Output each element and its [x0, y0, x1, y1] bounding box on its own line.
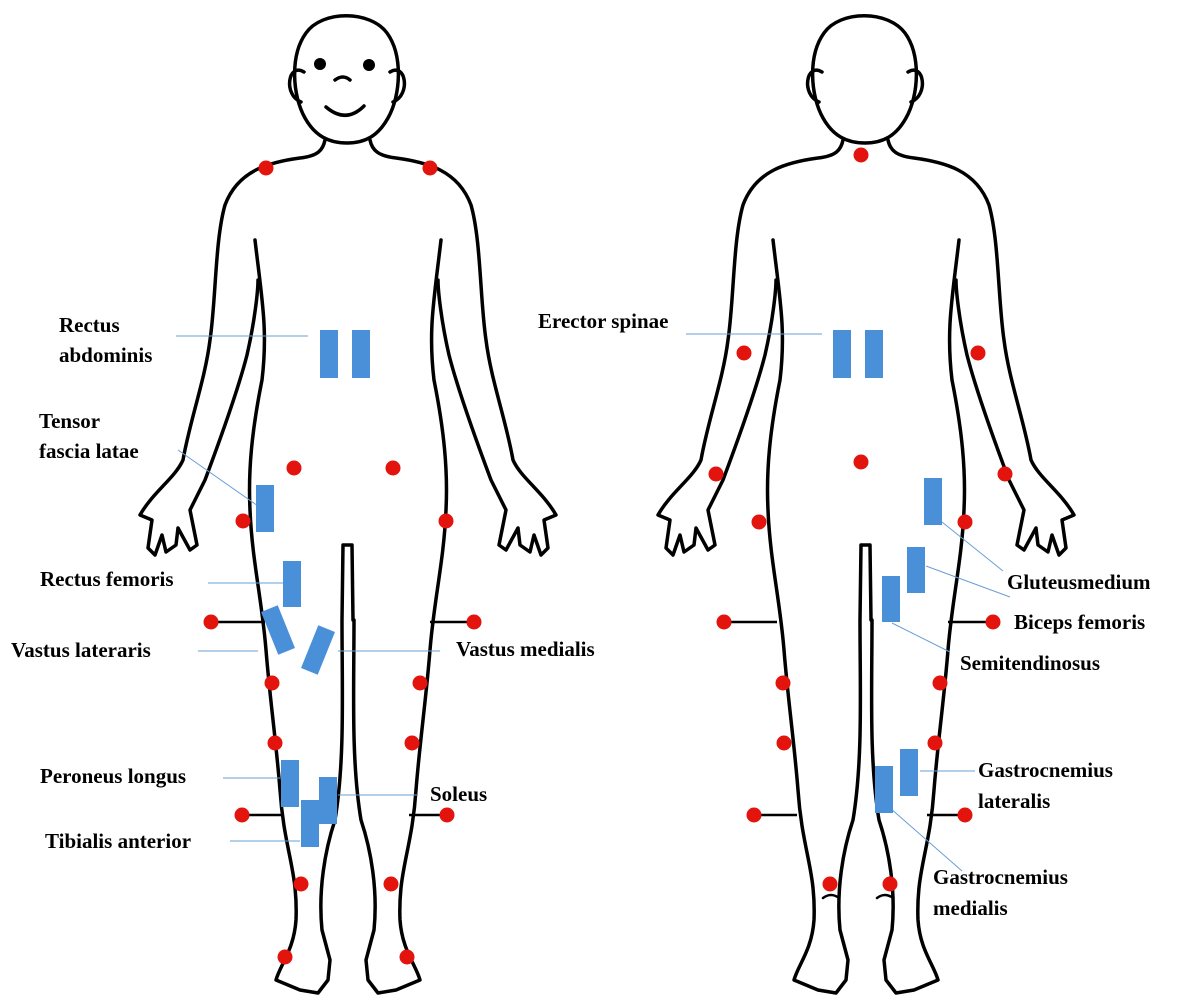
front-marker-knee-right	[413, 676, 428, 691]
back-marker-wrist-left	[709, 467, 724, 482]
back-marker-trochanter-right	[958, 515, 973, 530]
reflective-markers	[204, 148, 1013, 965]
label-rectus-femoris: Rectus femoris	[40, 564, 174, 594]
back-marker-wrist-right	[998, 467, 1013, 482]
back-marker-shank-right	[928, 736, 943, 751]
front-mouth	[326, 106, 364, 115]
label-soleus: Soleus	[430, 779, 487, 809]
back-marker-elbow-right	[971, 346, 986, 361]
front-marker-shank-left	[268, 736, 283, 751]
front-body-right	[370, 140, 556, 555]
front-marker-trochanter-left	[236, 514, 251, 529]
back-marker-knee-left	[776, 676, 791, 691]
label-peroneus-longus: Peroneus longus	[40, 761, 186, 791]
back-head	[813, 16, 917, 143]
marker-gastrocnemius-lateralis	[900, 749, 918, 796]
back-marker-shank-left	[777, 736, 792, 751]
back-marker-tibia-wand-left	[747, 808, 762, 823]
marker-rectus-abdominis-left	[320, 330, 338, 378]
back-marker-heel-left	[823, 877, 838, 892]
back-marker-elbow-left	[737, 346, 752, 361]
front-marker-shoulder-right	[423, 161, 438, 176]
label-tensor-fascia-latae-line1: Tensor	[39, 406, 100, 436]
front-marker-knee-left	[265, 676, 280, 691]
front-marker-ankle-left	[294, 877, 309, 892]
label-rectus-abdominis-line1: Rectus	[59, 310, 120, 340]
marker-erector-spinae-right	[865, 330, 883, 378]
back-marker-sacrum	[854, 455, 869, 470]
front-eye-left	[314, 58, 326, 70]
front-eye-right	[363, 59, 375, 71]
label-tibialis-anterior: Tibialis anterior	[45, 826, 191, 856]
front-marker-trochanter-right	[439, 514, 454, 529]
front-marker-shoulder-left	[259, 161, 274, 176]
front-marker-toe-right	[400, 950, 415, 965]
label-erector-spinae: Erector spinae	[538, 306, 668, 336]
front-marker-shank-right	[405, 736, 420, 751]
back-heel-right	[877, 895, 893, 898]
marker-gastrocnemius-medialis	[875, 766, 893, 813]
back-marker-trochanter-left	[752, 515, 767, 530]
marker-rectus-femoris	[283, 561, 301, 607]
front-marker-thigh-wand-right	[467, 615, 482, 630]
back-marker-heel-right	[883, 877, 898, 892]
label-gastrocnemius-lateralis-line2: lateralis	[978, 786, 1050, 816]
muscle-markers	[256, 330, 942, 847]
marker-vastus-medialis	[301, 625, 335, 674]
label-gluteusmedium: Gluteusmedium	[1007, 567, 1151, 597]
front-marker-ankle-right	[384, 877, 399, 892]
label-gastrocnemius-lateralis-line1: Gastrocnemius	[978, 755, 1113, 785]
label-vastus-medialis: Vastus medialis	[456, 634, 595, 664]
label-biceps-femoris: Biceps femoris	[1014, 607, 1145, 637]
back-marker-knee-right	[933, 676, 948, 691]
label-gastrocnemius-medialis-line1: Gastrocnemius	[933, 862, 1068, 892]
label-rectus-abdominis-line2: abdominis	[59, 340, 152, 370]
front-nose	[335, 77, 350, 80]
front-marker-tibia-wand-left	[235, 808, 250, 823]
back-marker-thigh-wand-left	[717, 615, 732, 630]
marker-semitendinosus	[882, 576, 900, 622]
marker-soleus	[319, 777, 337, 824]
front-body-left	[140, 140, 325, 555]
marker-tensor-fascia-latae	[256, 485, 274, 532]
marker-tibialis-anterior	[301, 800, 319, 847]
marker-erector-spinae-left	[833, 330, 851, 378]
back-marker-tibia-wand-right	[958, 808, 973, 823]
marker-biceps-femoris	[907, 547, 925, 593]
label-tensor-fascia-latae-line2: fascia latae	[39, 436, 139, 466]
front-marker-asis-left	[287, 461, 302, 476]
back-figure	[658, 16, 1074, 993]
back-heel-left	[823, 895, 839, 898]
back-body-left	[658, 140, 843, 555]
label-semitendinosus: Semitendinosus	[960, 648, 1100, 678]
back-marker-c7	[854, 148, 869, 163]
label-vastus-lateraris: Vastus lateraris	[11, 635, 151, 665]
front-marker-tibia-wand-right	[440, 808, 455, 823]
front-marker-toe-left	[278, 950, 293, 965]
marker-peroneus-longus	[281, 760, 299, 807]
front-marker-asis-right	[386, 461, 401, 476]
marker-gluteusmedium	[924, 478, 942, 525]
front-marker-thigh-wand-left	[204, 615, 219, 630]
label-gastrocnemius-medialis-line2: medialis	[933, 893, 1008, 923]
front-figure	[140, 16, 556, 993]
marker-rectus-abdominis-right	[352, 330, 370, 378]
back-torso-left	[768, 240, 872, 993]
back-marker-thigh-wand-right	[986, 615, 1001, 630]
